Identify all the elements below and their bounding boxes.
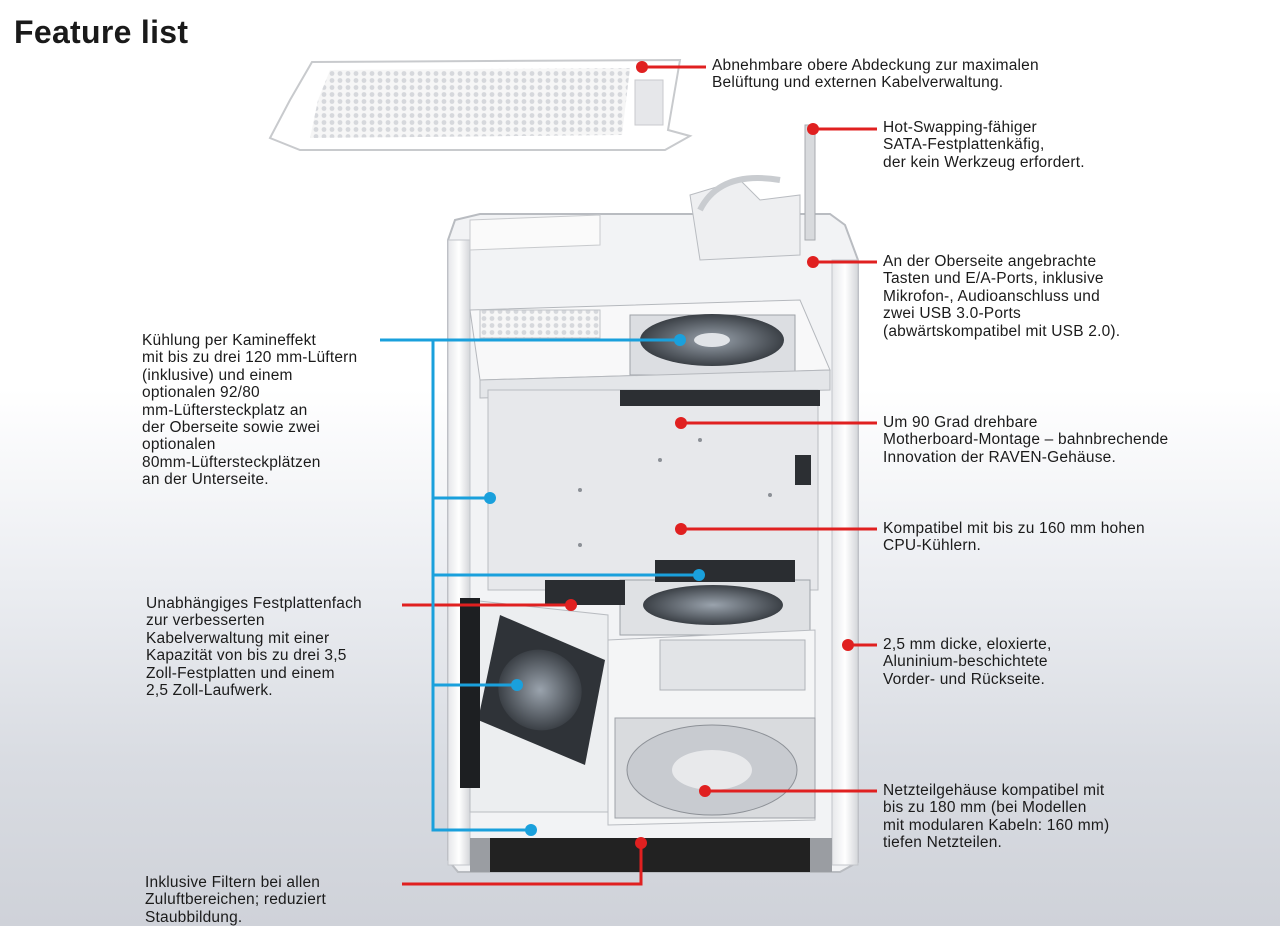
- middle-fan: [545, 560, 811, 636]
- marker-top-cover: [636, 61, 648, 73]
- marker-cooling-top-fan: [674, 334, 686, 346]
- callout-filters: Inklusive Filtern bei allen Zuluftbereic…: [145, 874, 326, 926]
- marker-cooling-side: [484, 492, 496, 504]
- marker-psu: [699, 785, 711, 797]
- line-cooling-trunk: [431, 340, 531, 832]
- top-fan-tray: [469, 299, 831, 399]
- marker-top-ports: [807, 256, 819, 268]
- psu-bay: [607, 629, 816, 826]
- red-callouts: [402, 61, 877, 886]
- callout-top-ports: An der Oberseite angebrachte Tasten und …: [883, 253, 1121, 340]
- top-cover: [268, 58, 693, 151]
- marker-cpu-cooler: [675, 523, 687, 535]
- marker-cooling-middle-fan: [693, 569, 705, 581]
- callout-aluminium: 2,5 mm dicke, eloxierte, Aluninium-besch…: [883, 636, 1052, 688]
- drive-bay: [460, 598, 609, 813]
- page-title: Feature list: [14, 14, 189, 50]
- callout-cpu-cooler: Kompatibel mit bis zu 160 mm hohen CPU-K…: [883, 520, 1145, 555]
- hdd-cage: [689, 124, 816, 261]
- marker-cooling-lower-fan: [511, 679, 523, 691]
- line-filters: [402, 843, 643, 886]
- marker-hdd-cage: [807, 123, 819, 135]
- callout-top-cover: Abnehmbare obere Abdeckung zur maximalen…: [712, 57, 1039, 92]
- callout-drive-bay: Unabhängiges Festplattenfach zur verbess…: [146, 595, 362, 700]
- callout-hdd-cage: Hot-Swapping-fähiger SATA-Festplattenkäf…: [883, 119, 1085, 171]
- blue-callouts: [380, 338, 699, 832]
- blue-markers: [484, 334, 705, 836]
- callout-psu: Netzteilgehäuse kompatibel mit bis zu 18…: [883, 782, 1110, 852]
- callout-cooling: Kühlung per Kamineffekt mit bis zu drei …: [142, 332, 358, 489]
- callout-motherboard: Um 90 Grad drehbare Motherboard-Montage …: [883, 414, 1169, 466]
- marker-filters: [635, 837, 647, 849]
- marker-drive-bay: [565, 599, 577, 611]
- marker-motherboard: [675, 417, 687, 429]
- marker-cooling-bottom: [525, 824, 537, 836]
- marker-aluminium: [842, 639, 854, 651]
